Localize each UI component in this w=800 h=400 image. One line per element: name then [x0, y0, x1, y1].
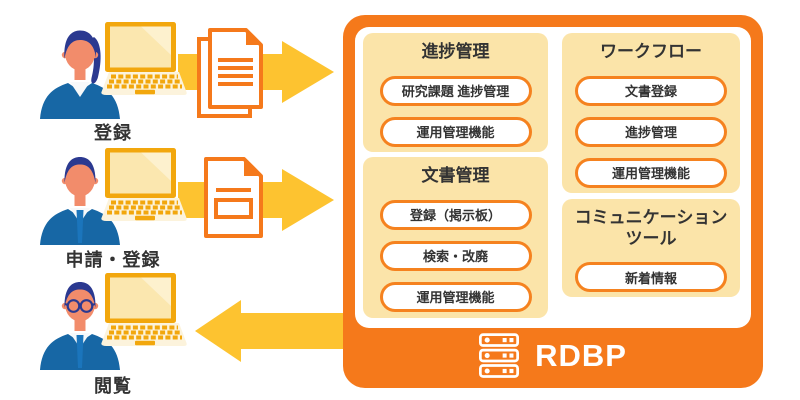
arrow-left-icon	[195, 300, 343, 362]
panel-progress-management: 進捗管理 研究課題 進捗管理 運用管理機能	[363, 33, 548, 152]
document-form-icon	[204, 157, 263, 238]
panel-title: コミュニケーションツール	[574, 208, 728, 248]
platform-footer: RDBP	[343, 328, 763, 384]
actor-label-view: 閲覧	[94, 376, 132, 396]
actor-label-apply-register: 申請・登録	[65, 250, 161, 270]
feature-pill: 進捗管理	[575, 116, 727, 147]
feature-pill: 運用管理機能	[379, 116, 532, 147]
feature-pill: 運用管理機能	[379, 281, 532, 312]
panel-title: 進捗管理	[421, 42, 490, 61]
laptop-icon	[101, 148, 187, 221]
laptop-icon	[101, 22, 187, 95]
feature-pill: 登録（掲示板）	[379, 199, 532, 230]
feature-pill: 研究課題 進捗管理	[379, 75, 532, 106]
panel-communication-tool: コミュニケーションツール 新着情報	[562, 199, 740, 297]
panel-document-management: 文書管理 登録（掲示板） 検索・改廃 運用管理機能	[363, 157, 548, 318]
panel-title: 文書管理	[421, 166, 490, 185]
feature-pill: 新着情報	[575, 262, 727, 293]
person-woman-icon	[40, 30, 120, 119]
actor-label-register: 登録	[94, 123, 132, 143]
document-stack-icon	[197, 28, 263, 118]
panel-title: ワークフロー	[600, 42, 702, 61]
server-stack-icon	[479, 333, 520, 378]
feature-pill: 文書登録	[575, 75, 727, 106]
platform-name: RDBP	[535, 338, 627, 373]
feature-pill: 検索・改廃	[379, 240, 532, 271]
laptop-icon	[101, 273, 187, 346]
person-man-glasses-icon	[40, 282, 120, 370]
feature-pill: 運用管理機能	[575, 157, 727, 188]
glasses-icon	[64, 299, 96, 313]
person-man-icon	[40, 157, 120, 245]
panel-workflow: ワークフロー 文書登録 進捗管理 運用管理機能	[562, 33, 740, 193]
